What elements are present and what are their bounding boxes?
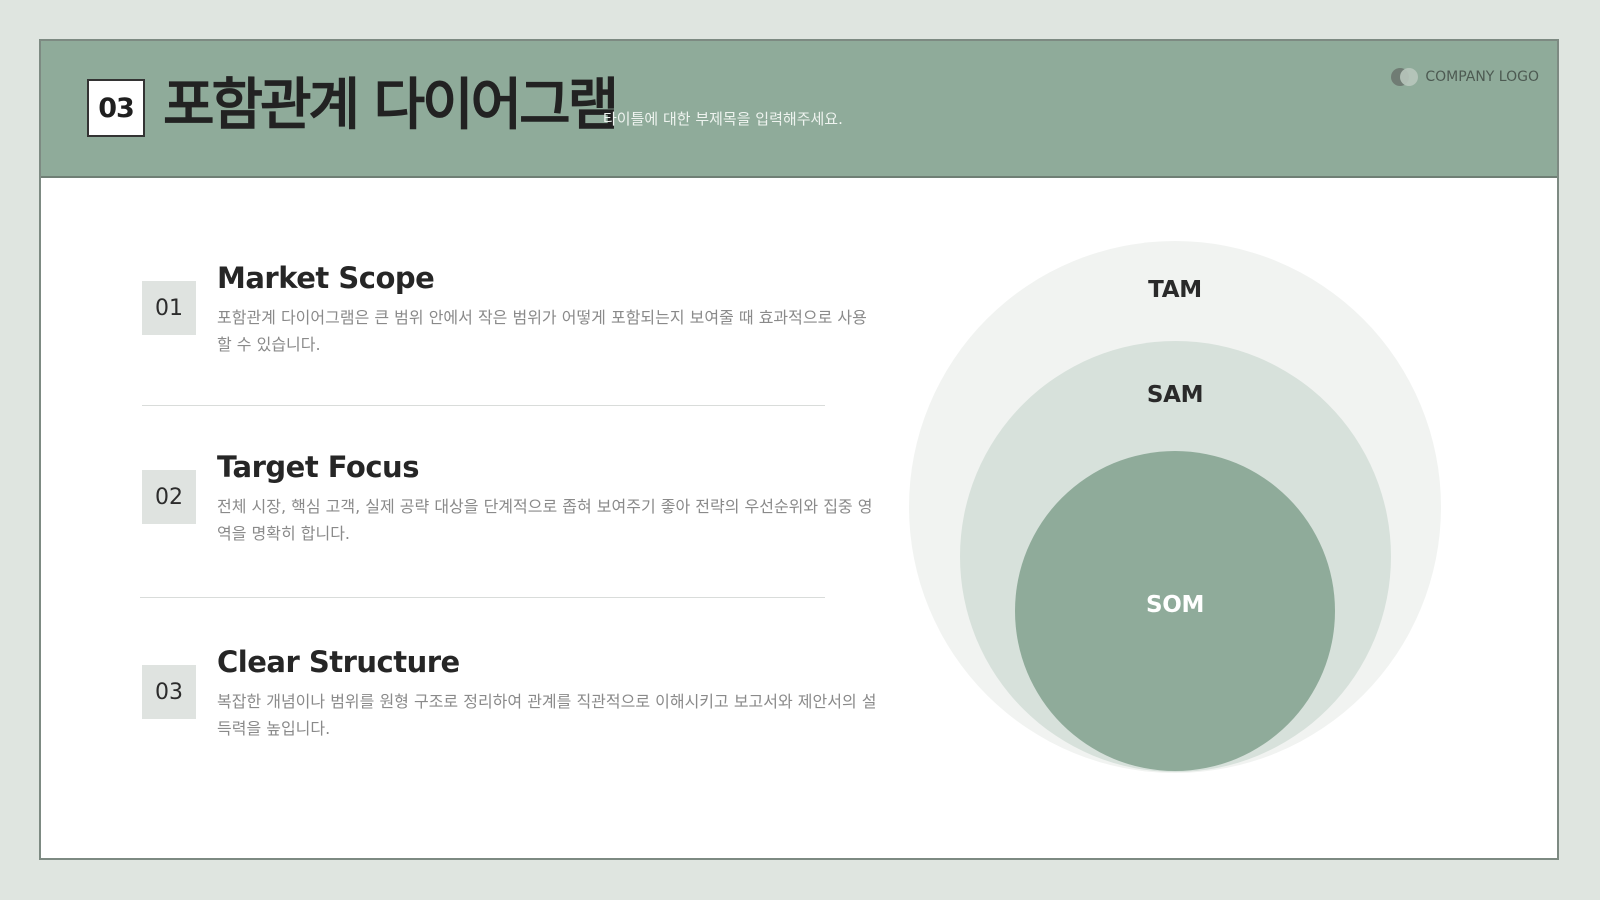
inclusion-diagram: TAM SAM SOM: [909, 241, 1449, 781]
item-title: Clear Structure: [217, 645, 460, 679]
sam-label: SAM: [1146, 382, 1204, 408]
divider: [142, 405, 825, 406]
page-subtitle: 타이틀에 대한 부제목을 입력해주세요.: [603, 110, 843, 128]
item-title: Target Focus: [217, 450, 419, 484]
item-number: 02: [142, 470, 196, 524]
item-description: 복잡한 개념이나 범위를 원형 구조로 정리하여 관계를 직관적으로 이해시키고…: [217, 692, 877, 738]
item-description: 전체 시장, 핵심 고객, 실제 공략 대상을 단계적으로 좁혀 보여주기 좋아…: [217, 497, 873, 543]
logo-text: COMPANY LOGO: [1425, 69, 1539, 85]
item-description: 포함관계 다이어그램은 큰 범위 안에서 작은 범위가 어떻게 포함되는지 보여…: [217, 308, 867, 354]
section-number: 03: [87, 79, 145, 137]
divider: [140, 597, 825, 598]
slide: 03 포함관계 다이어그램 타이틀에 대한 부제목을 입력해주세요. COMPA…: [39, 39, 1559, 860]
item-number: 01: [142, 281, 196, 335]
som-label: SOM: [1145, 592, 1205, 618]
page-title: 포함관계 다이어그램: [163, 73, 619, 138]
tam-label: TAM: [1148, 277, 1202, 303]
logo-icon: [1391, 68, 1419, 86]
item-title: Market Scope: [217, 261, 435, 295]
company-logo: COMPANY LOGO: [1391, 68, 1539, 86]
header-bar: 03 포함관계 다이어그램 타이틀에 대한 부제목을 입력해주세요. COMPA…: [41, 41, 1557, 178]
item-number: 03: [142, 665, 196, 719]
som-circle: [1015, 451, 1335, 771]
